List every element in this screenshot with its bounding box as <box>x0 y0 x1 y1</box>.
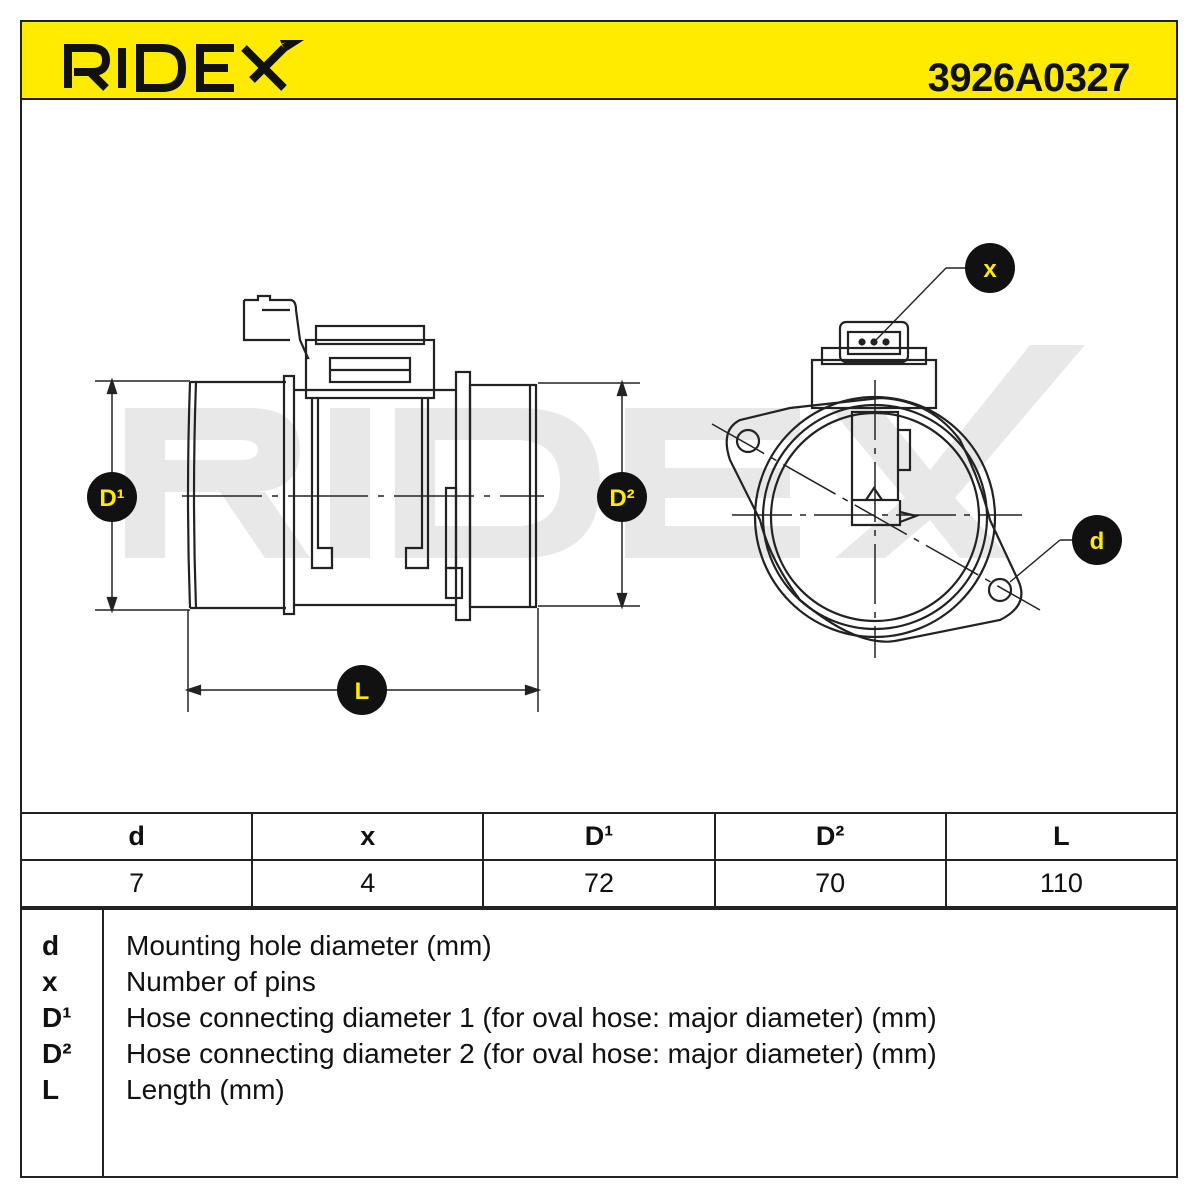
badge-length-label: L <box>355 678 370 705</box>
badge-hole: d <box>1072 515 1122 565</box>
part-number: 3926A0327 <box>927 56 1131 100</box>
legend-panel: d Mounting hole diameter (mm) x Number o… <box>20 908 1178 1178</box>
spec-value-cell: 70 <box>713 859 947 908</box>
legend-symbol: D¹ <box>42 1002 72 1033</box>
spec-header-cell: D² <box>713 812 947 861</box>
legend-symbol: x <box>42 966 58 997</box>
badge-length: L <box>337 665 387 715</box>
legend-row: D² Hose connecting diameter 2 (for oval … <box>22 1036 1176 1072</box>
spec-value-cell: 4 <box>251 859 485 908</box>
badge-pins: x <box>965 243 1015 293</box>
header-bar: 3926A0327 <box>20 20 1178 100</box>
legend-description: Hose connecting diameter 2 (for oval hos… <box>126 1038 937 1069</box>
badge-d2: D² <box>597 472 647 522</box>
legend-row: x Number of pins <box>22 964 1176 1000</box>
side-view <box>95 294 640 712</box>
spec-value-row: 7 4 72 70 110 <box>19 859 1179 908</box>
spec-header-cell: d <box>19 812 254 861</box>
badge-d1-label: D¹ <box>99 485 124 512</box>
legend-description: Number of pins <box>126 966 316 997</box>
spec-table: d x D¹ D² L 7 4 72 70 110 <box>19 812 1179 908</box>
legend-divider <box>102 910 104 1176</box>
spec-header-cell: x <box>251 812 485 861</box>
spec-header-row: d x D¹ D² L <box>19 812 1179 861</box>
brand-logo <box>64 40 305 92</box>
badge-pins-label: x <box>983 256 997 283</box>
legend-description: Mounting hole diameter (mm) <box>126 930 492 961</box>
legend-symbol: d <box>42 930 60 961</box>
badge-hole-label: d <box>1090 528 1105 555</box>
legend-symbol: D² <box>42 1038 72 1069</box>
spec-value-cell: 7 <box>19 859 254 908</box>
legend-symbol: L <box>42 1074 60 1105</box>
legend-row: d Mounting hole diameter (mm) <box>22 928 1176 964</box>
front-view <box>711 267 1078 658</box>
watermark-logo <box>125 345 1085 558</box>
spec-header-cell: D¹ <box>482 812 716 861</box>
legend-description: Length (mm) <box>126 1074 285 1105</box>
spec-value-cell: 72 <box>482 859 716 908</box>
legend-row: D¹ Hose connecting diameter 1 (for oval … <box>22 1000 1176 1036</box>
legend-description: Hose connecting diameter 1 (for oval hos… <box>126 1002 937 1033</box>
spec-value-cell: 110 <box>944 859 1179 908</box>
spec-header-cell: L <box>944 812 1179 861</box>
badge-d2-label: D² <box>609 485 634 512</box>
technical-drawing: D¹ D² L x d <box>87 243 1122 715</box>
legend-row: L Length (mm) <box>22 1072 1176 1108</box>
badge-d1: D¹ <box>87 472 137 522</box>
